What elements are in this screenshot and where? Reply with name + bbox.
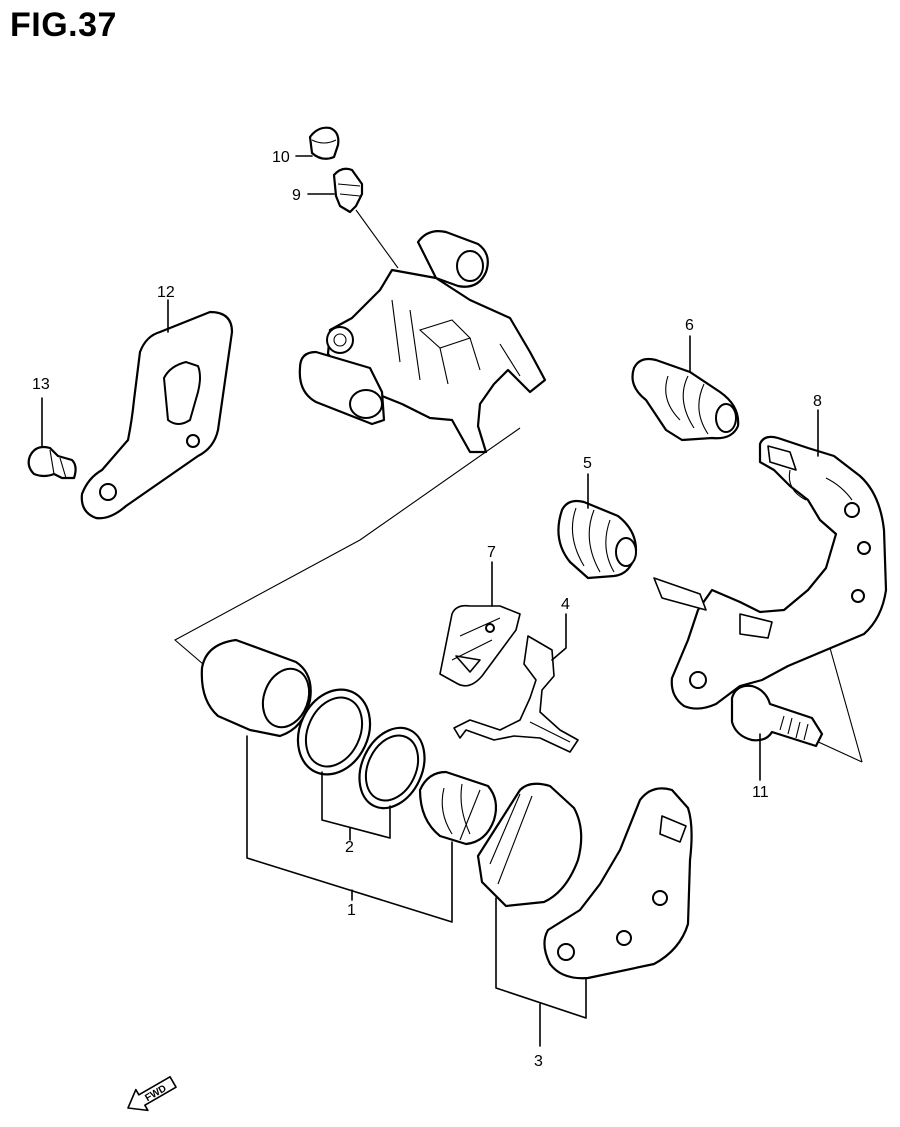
piston-insulator [418,770,498,846]
part-3-brake-pads [476,782,693,980]
callout-10: 10 [272,149,290,166]
callout-9: 9 [292,187,301,204]
callout-labels: 10 9 12 13 6 8 5 7 4 11 2 1 3 [32,149,822,1070]
callout-4: 4 [561,596,570,613]
callout-8: 8 [813,393,822,410]
part-10-bleeder-cap [308,126,340,160]
callout-7: 7 [487,544,496,561]
part-1-piston [200,638,312,738]
callout-2: 2 [345,839,354,856]
callout-13: 13 [32,376,50,393]
part-11-bolt [730,684,824,748]
part-2-seals [296,688,426,810]
part-13-bolt [27,445,77,480]
figure-title: FIG.37 [10,6,117,44]
callout-3: 3 [534,1053,543,1070]
callout-1: 1 [347,902,356,919]
part-8-caliper-holder [653,435,888,710]
part-4-pad-spring [453,635,579,753]
forward-arrow-label: FWD [143,1083,168,1104]
callout-5: 5 [583,455,592,472]
part-9-bleeder-valve [332,167,399,269]
leader-lines [41,155,819,1047]
callout-6: 6 [685,317,694,334]
forward-arrow-icon: FWD [127,1076,177,1112]
part-5-boot [557,499,638,580]
callout-11: 11 [752,784,769,801]
callout-12: 12 [157,284,175,301]
caliper-body [298,230,547,454]
part-7-pad-spring [439,604,521,687]
part-6-boot [631,357,740,442]
part-12-bracket-plate [80,310,234,520]
